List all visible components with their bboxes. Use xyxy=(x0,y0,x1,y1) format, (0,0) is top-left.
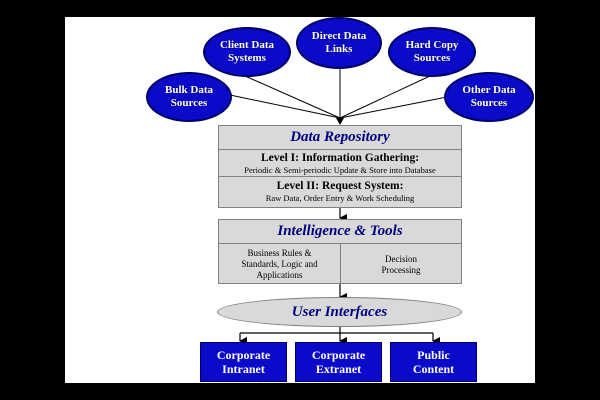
level1-section: Level I: Information Gathering: Periodic… xyxy=(219,149,461,176)
source-direct-line2: Links xyxy=(325,43,353,55)
level1-title: Level I: Information Gathering: xyxy=(260,152,420,164)
user-interfaces-node: User Interfaces xyxy=(217,297,462,327)
business-rules-cell: Business Rules & Standards, Logic and Ap… xyxy=(219,244,341,285)
data-repository-title: Data Repository xyxy=(290,129,390,145)
decision-processing-cell: Decision Processing xyxy=(341,244,461,285)
source-client-line2: Systems xyxy=(228,52,266,64)
business-rules-line3: Applications xyxy=(256,270,303,280)
public-line2: Content xyxy=(412,362,455,376)
data-repository-box: Data Repository Level I: Information Gat… xyxy=(218,125,462,208)
user-interfaces-title: User Interfaces xyxy=(291,303,388,320)
level2-title: Level II: Request System: xyxy=(276,180,404,192)
level2-section: Level II: Request System: Raw Data, Orde… xyxy=(219,176,461,207)
extranet-line2: Extranet xyxy=(315,362,362,376)
intranet-line2: Intranet xyxy=(222,362,265,376)
source-other-line2: Sources xyxy=(470,97,508,109)
level2-description: Raw Data, Order Entry & Work Scheduling xyxy=(265,193,415,203)
source-other-line1: Other Data xyxy=(462,84,516,96)
source-direct-line1: Direct Data xyxy=(311,30,367,42)
business-rules-line1: Business Rules & xyxy=(247,248,312,258)
extranet-line1: Corporate xyxy=(311,348,366,362)
source-bulk-line2: Sources xyxy=(170,97,208,109)
source-hardcopy-line2: Sources xyxy=(413,52,451,64)
public-line1: Public xyxy=(417,348,450,362)
decision-processing-line2: Processing xyxy=(381,264,421,275)
source-hardcopy-line1: Hard Copy xyxy=(405,39,459,51)
intelligence-tools-box: Intelligence & Tools Business Rules & St… xyxy=(218,219,462,285)
source-bulk-line1: Bulk Data xyxy=(165,84,213,96)
intranet-line1: Corporate xyxy=(216,348,271,362)
business-rules-line2: Standards, Logic and xyxy=(241,259,318,269)
intelligence-tools-title: Intelligence & Tools xyxy=(277,223,403,239)
level1-description: Periodic & Semi-periodic Update & Store … xyxy=(244,165,436,175)
intelligence-details: Business Rules & Standards, Logic and Ap… xyxy=(219,243,461,285)
decision-processing-line1: Decision xyxy=(385,253,417,264)
source-client-line1: Client Data xyxy=(219,39,275,51)
